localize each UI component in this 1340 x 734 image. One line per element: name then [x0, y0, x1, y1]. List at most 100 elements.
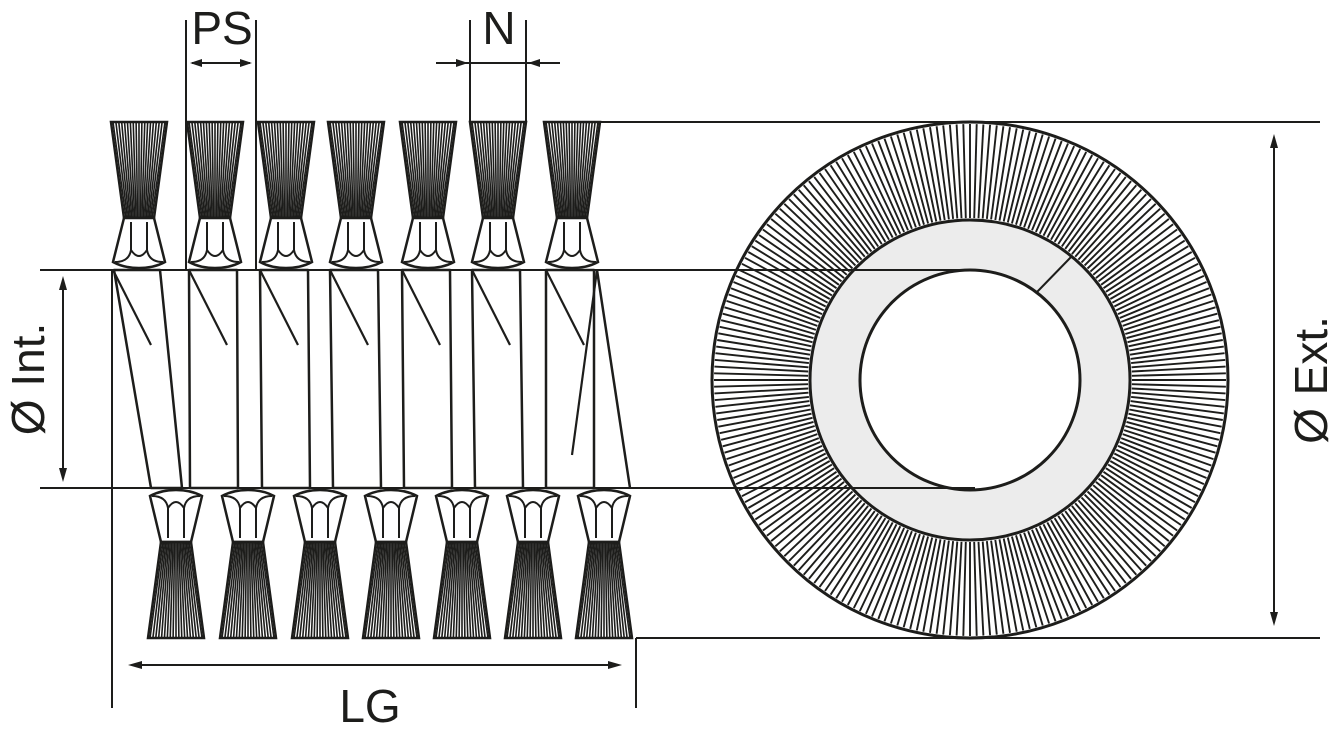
radial-bristle-line — [994, 539, 1011, 633]
radial-bristle-line — [758, 234, 838, 289]
coil-back-edge — [471, 269, 511, 346]
radial-bristle-line — [1092, 212, 1166, 276]
coil-band — [112, 268, 184, 490]
bristle-line — [424, 121, 428, 219]
radial-bristle-line — [1126, 312, 1218, 340]
bristle-line — [225, 121, 239, 219]
radial-bristle-line — [1107, 245, 1189, 297]
bristle-line — [142, 121, 149, 219]
bristle-line — [582, 121, 596, 219]
radial-bristle-line — [1046, 521, 1094, 606]
outer-diameter-label: Ø Ext. — [1285, 316, 1337, 444]
radial-bristle-line — [717, 404, 811, 421]
length-arrow-left — [128, 661, 142, 669]
radial-bristle-line — [1061, 512, 1116, 592]
radial-bristle-line — [1038, 525, 1082, 612]
bristle-line — [491, 121, 496, 219]
tuft-base — [258, 216, 314, 270]
radial-bristle-line — [779, 487, 851, 553]
radial-bristle-line — [1035, 145, 1075, 233]
bristle-line — [332, 541, 347, 639]
radial-bristle-line — [1119, 281, 1207, 319]
tuft-fold-line — [419, 249, 437, 257]
bristle-line — [469, 541, 481, 639]
bristle-line — [440, 121, 455, 219]
bristle-line — [369, 541, 382, 639]
radial-bristle-line — [1109, 251, 1193, 300]
radial-bristle-line — [955, 124, 963, 219]
bristle-line — [235, 541, 244, 639]
radial-bristle-line — [770, 218, 845, 279]
bristle-line — [537, 541, 546, 639]
radial-bristle-line — [935, 126, 950, 220]
bristle-line — [542, 541, 555, 639]
bristle-line — [257, 541, 270, 639]
bristle-line — [545, 121, 560, 219]
bristle-line — [403, 541, 418, 639]
radial-bristle-line — [788, 493, 857, 562]
bristle-line — [296, 121, 310, 219]
inner-diameter-arrow-bottom — [59, 468, 67, 482]
bristle-line — [575, 121, 582, 219]
bristle-line — [129, 121, 136, 219]
tuft-base — [328, 216, 384, 270]
radial-bristle-line — [1061, 168, 1116, 248]
bristle-tuft — [218, 488, 278, 640]
bristle-line — [545, 541, 560, 639]
radial-bristle-line — [1031, 529, 1069, 617]
bristle-line — [115, 121, 129, 219]
radial-bristle-line — [858, 525, 902, 612]
radial-bristle-line — [1125, 306, 1216, 335]
radial-bristle-line — [1129, 408, 1222, 428]
radial-bristle-line — [1006, 130, 1031, 223]
bristle-line — [397, 541, 407, 639]
bristle-line — [455, 541, 460, 639]
radial-bristle-line — [981, 541, 992, 636]
radial-bristle-line — [733, 281, 821, 319]
radial-bristle-line — [1006, 537, 1031, 630]
radial-bristle-line — [915, 538, 938, 631]
bristle-line — [143, 121, 152, 219]
radial-bristle-line — [714, 383, 809, 388]
radial-bristle-line — [1074, 184, 1138, 258]
radial-bristle-line — [948, 541, 959, 636]
tuft-base — [148, 488, 204, 544]
radial-bristle-line — [720, 416, 813, 441]
bristle-line — [293, 541, 308, 639]
bristle-line — [498, 121, 502, 219]
bristle-line — [506, 541, 521, 639]
bristle-line — [387, 541, 391, 639]
bristle-line — [298, 541, 311, 639]
radial-bristle-line — [1129, 404, 1223, 421]
bristle-line — [476, 121, 489, 219]
bristle-line — [581, 121, 594, 219]
radial-bristle-line — [1083, 198, 1152, 267]
bristle-line — [401, 541, 415, 639]
radial-bristle-line — [877, 530, 913, 620]
tuft-base — [220, 488, 276, 544]
end-view — [710, 120, 1230, 640]
radial-bristle-line — [935, 540, 950, 634]
bristle-line — [186, 541, 200, 639]
bristle-line — [326, 541, 336, 639]
radial-bristle-line — [774, 212, 848, 276]
radial-bristle-line — [1097, 477, 1174, 537]
bristle-line — [196, 121, 208, 219]
bristle-line — [562, 121, 569, 219]
radial-bristle-line — [1111, 456, 1196, 504]
tuft-base — [434, 488, 490, 544]
coil-back-edge — [259, 269, 299, 346]
bristle-line — [565, 121, 570, 219]
bristle-line — [526, 541, 531, 639]
bristle-line — [548, 121, 562, 219]
radial-bristle-line — [728, 433, 818, 467]
radial-bristle-line — [1023, 532, 1057, 622]
bristle-line — [112, 121, 127, 219]
radial-bristle-line — [994, 127, 1011, 221]
bristle-line — [208, 121, 213, 219]
radial-bristle-line — [1057, 515, 1111, 596]
bristle-line — [290, 121, 299, 219]
radial-bristle-line — [1111, 256, 1196, 304]
bristle-line — [356, 121, 360, 219]
